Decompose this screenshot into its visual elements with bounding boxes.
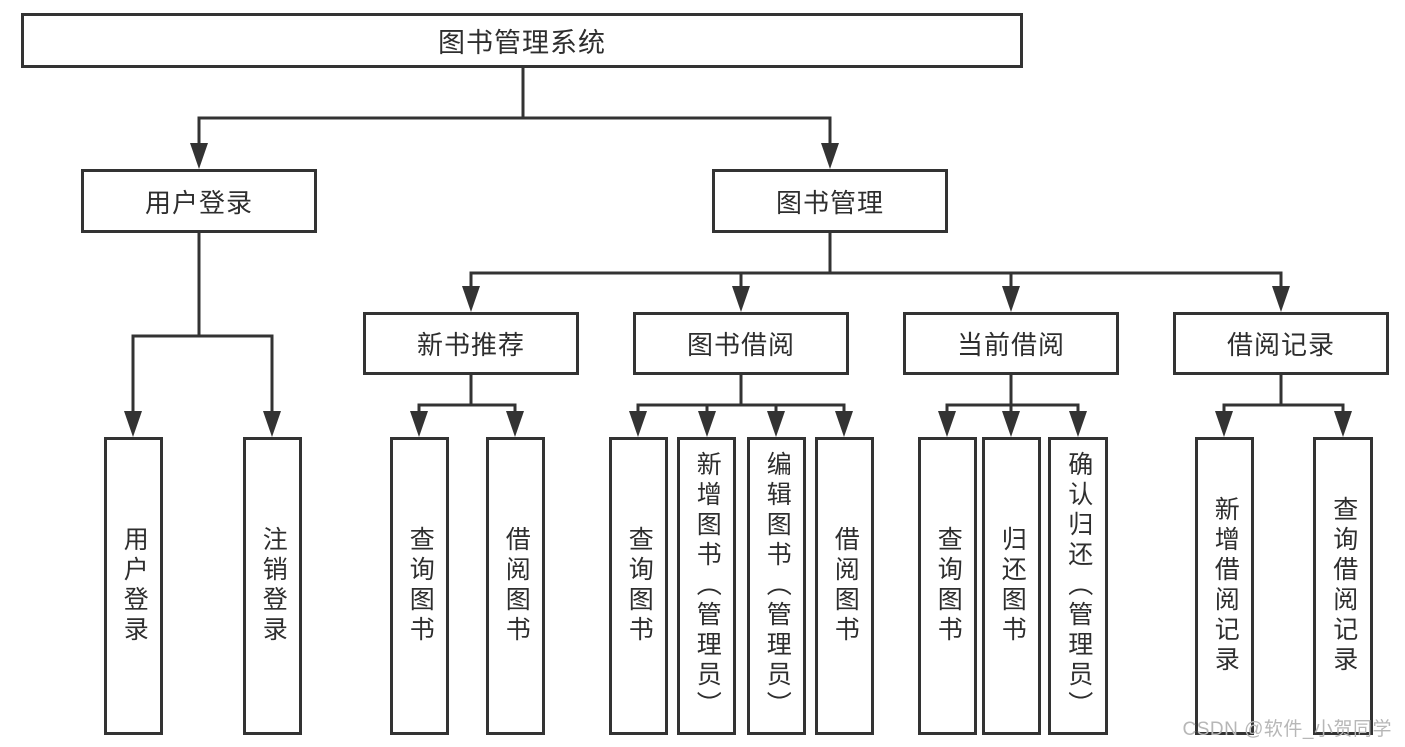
leaf-records-query-record-label: 查询借阅记录 [1329, 496, 1358, 676]
node-current-borrowing-label: 当前借阅 [956, 330, 1065, 360]
leaf-borrowing-query-books-label: 查询图书 [625, 526, 654, 646]
leaf-records-query-record: 查询借阅记录 [1313, 437, 1373, 735]
leaf-logout: 注销登录 [243, 437, 302, 735]
node-book-management-label: 图书管理 [775, 187, 884, 218]
leaf-borrowing-edit-books-admin: 编辑图书（管理员） [747, 437, 806, 735]
leaf-recommend-query-books-label: 查询图书 [406, 526, 435, 646]
leaf-borrowing-borrow-books: 借阅图书 [815, 437, 874, 735]
leaf-borrowing-query-books: 查询图书 [609, 437, 668, 735]
leaf-current-confirm-return-admin-label: 确认归还（管理员） [1064, 451, 1093, 721]
leaf-logout-label: 注销登录 [259, 526, 288, 646]
node-book-borrowing-label: 图书借阅 [686, 330, 795, 360]
leaf-current-return-books: 归还图书 [982, 437, 1041, 735]
node-root: 图书管理系统 [21, 13, 1023, 68]
node-user-login-label: 用户登录 [144, 187, 253, 218]
node-user-login: 用户登录 [81, 169, 317, 233]
leaf-borrowing-borrow-books-label: 借阅图书 [831, 526, 860, 646]
leaf-records-add-record: 新增借阅记录 [1195, 437, 1254, 735]
leaf-records-add-record-label: 新增借阅记录 [1211, 496, 1240, 676]
leaf-borrowing-add-books-admin: 新增图书（管理员） [677, 437, 736, 735]
node-borrowing-records-label: 借阅记录 [1226, 330, 1335, 360]
leaf-recommend-query-books: 查询图书 [390, 437, 449, 735]
leaf-borrowing-add-books-admin-label: 新增图书（管理员） [693, 451, 722, 721]
csdn-watermark: CSDN @软件_小贺同学 [1182, 719, 1392, 740]
node-new-book-recommend-label: 新书推荐 [416, 330, 525, 360]
leaf-user-login: 用户登录 [104, 437, 163, 735]
leaf-current-confirm-return-admin: 确认归还（管理员） [1048, 437, 1108, 735]
arrowheads [124, 143, 1352, 437]
leaf-recommend-borrow-books: 借阅图书 [486, 437, 545, 735]
leaf-current-return-books-label: 归还图书 [998, 526, 1027, 646]
leaf-recommend-borrow-books-label: 借阅图书 [502, 526, 531, 646]
leaf-borrowing-edit-books-admin-label: 编辑图书（管理员） [763, 451, 792, 721]
leaf-user-login-label: 用户登录 [120, 526, 149, 646]
leaf-current-query-books: 查询图书 [918, 437, 977, 735]
node-book-management: 图书管理 [712, 169, 948, 233]
node-new-book-recommend: 新书推荐 [363, 312, 579, 375]
node-root-label: 图书管理系统 [438, 28, 606, 58]
node-book-borrowing: 图书借阅 [633, 312, 849, 375]
node-current-borrowing: 当前借阅 [903, 312, 1119, 375]
node-borrowing-records: 借阅记录 [1173, 312, 1389, 375]
leaf-current-query-books-label: 查询图书 [934, 526, 963, 646]
